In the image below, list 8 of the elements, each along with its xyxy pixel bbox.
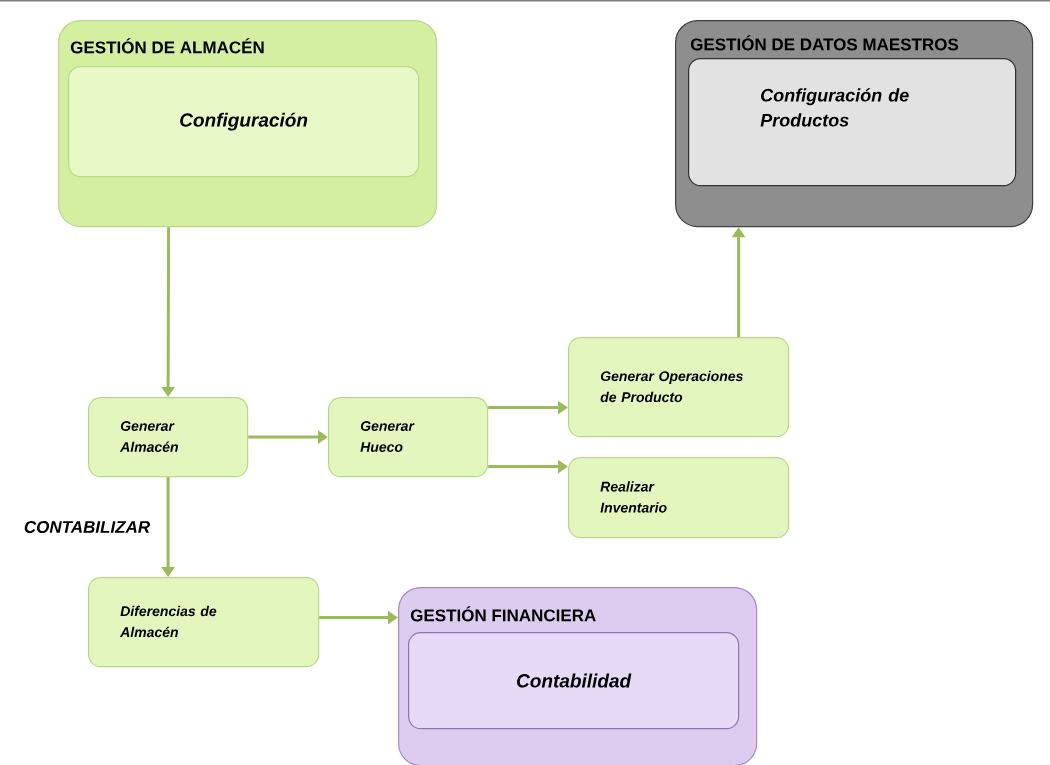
- process-box: Generar Almacén: [88, 397, 249, 478]
- process-box: Contabilidad: [408, 632, 740, 730]
- process-box: Generar Hueco: [328, 397, 489, 478]
- process-box: Diferencias de Almacén: [88, 577, 320, 668]
- process-box: Configuración: [68, 66, 420, 178]
- process-box: Generar Operaciones de Producto: [568, 337, 790, 438]
- process-box: Realizar Inventario: [568, 457, 790, 539]
- process-box: Configuración de Productos: [688, 58, 1017, 187]
